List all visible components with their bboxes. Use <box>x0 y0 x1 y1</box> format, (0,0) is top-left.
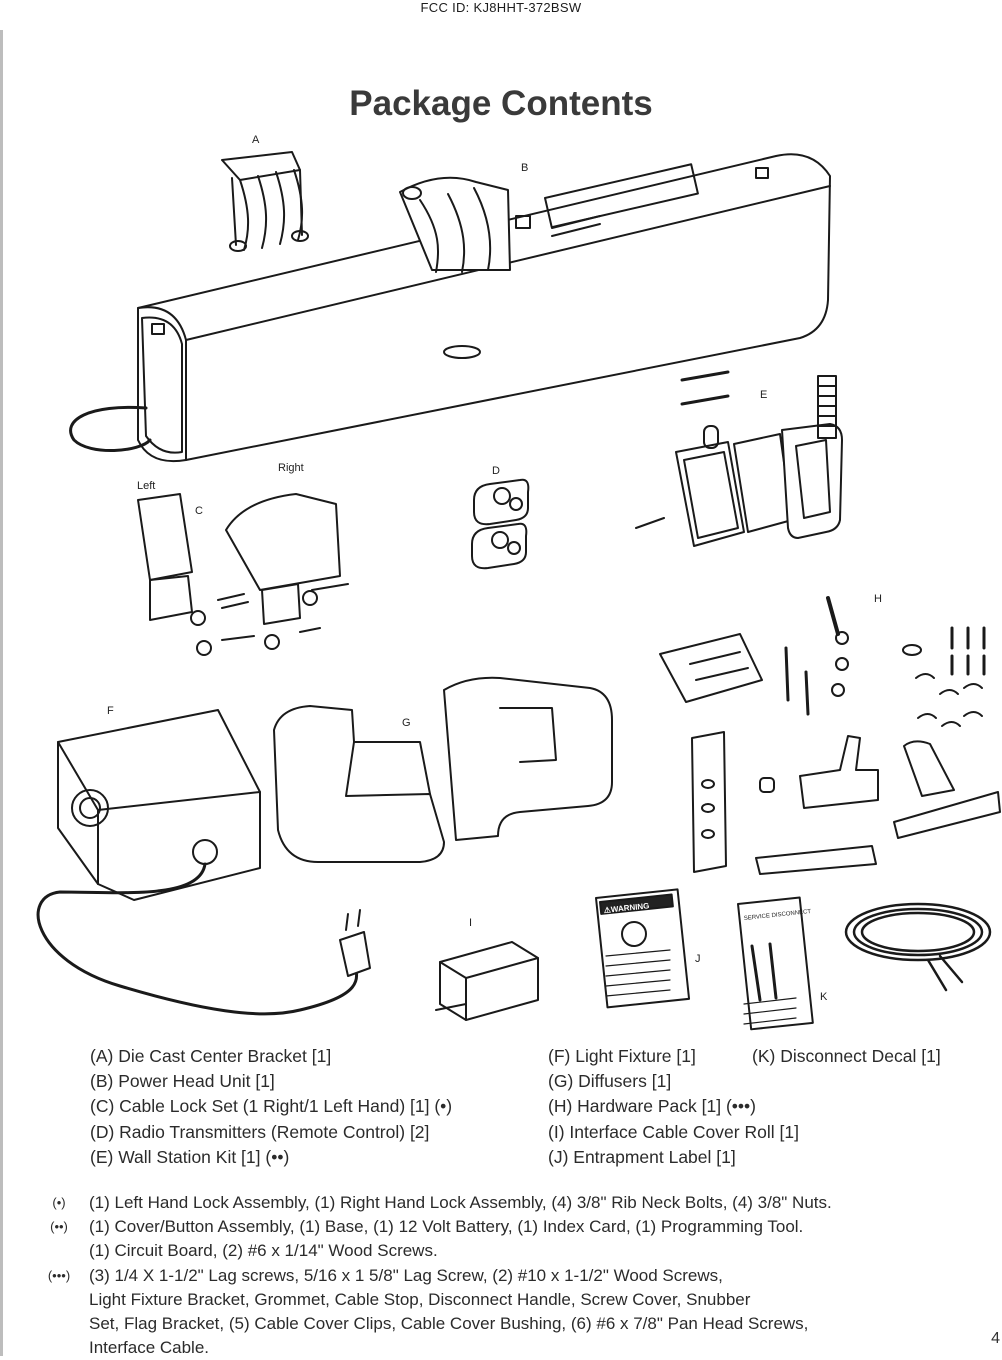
power-head-drawing <box>69 153 831 462</box>
wall-station-drawing <box>635 370 843 547</box>
footnotes: (•) (1) Left Hand Lock Assembly, (1) Rig… <box>36 1191 832 1360</box>
contents-item: (J) Entrapment Label [1] <box>548 1146 736 1167</box>
label-k: K <box>820 991 828 1003</box>
label-left: Left <box>137 480 155 492</box>
cable-lock-drawing <box>137 493 349 656</box>
footnote-line: Interface Cable. <box>89 1338 210 1358</box>
page-number: 4 <box>991 1330 1000 1347</box>
label-h: H <box>874 593 882 605</box>
footnote-line: (3) 1/4 X 1-1/2" Lag screws, 5/16 x 1 5/… <box>89 1265 723 1285</box>
contents-item: (F) Light Fixture [1] <box>548 1046 696 1066</box>
footnote-cable-lock: (•) (1) Left Hand Lock Assembly, (1) Rig… <box>36 1191 832 1215</box>
contents-item: (H) Hardware Pack [1] (•••) <box>548 1096 757 1117</box>
label-j: J <box>695 953 701 965</box>
scan-edge <box>0 30 3 1356</box>
contents-list-left: (A) Die Cast Center Bracket [1] (B) Powe… <box>90 1044 452 1170</box>
contents-item: (D) Radio Transmitters (Remote Control) … <box>90 1121 430 1142</box>
footnote-line: (1) Cover/Button Assembly, (1) Base, (1)… <box>89 1217 804 1237</box>
label-e: E <box>760 389 767 401</box>
page-title: Package Contents <box>349 84 653 123</box>
cable-cover-roll-drawing <box>435 941 539 1021</box>
footnote-line: (1) Left Hand Lock Assembly, (1) Right H… <box>89 1193 832 1212</box>
center-bracket-drawing <box>221 151 309 252</box>
package-contents-illustration: A B C Left Right D E F G H I J K ⚠WARNIN… <box>36 134 1001 1031</box>
footnote-wall-station: (••) (1) Cover/Button Assembly, (1) Base… <box>36 1215 832 1263</box>
label-a: A <box>252 134 260 146</box>
transmitters-drawing <box>471 478 530 570</box>
hardware-pack-drawing <box>659 596 1001 875</box>
disconnect-decal-drawing <box>737 896 814 1031</box>
label-right: Right <box>278 462 304 474</box>
footnote-marker: (•) <box>52 1195 66 1210</box>
interface-cable-drawing <box>844 902 992 992</box>
label-c: C <box>195 505 203 517</box>
light-fixture-drawing <box>36 709 371 1016</box>
contents-item: (G) Diffusers [1] <box>548 1071 672 1092</box>
contents-item: (A) Die Cast Center Bracket [1] <box>90 1046 332 1066</box>
footnote-marker: (•••) <box>47 1267 71 1283</box>
footnote-marker: (••) <box>50 1219 68 1235</box>
footnote-hardware-pack: (•••) (3) 1/4 X 1-1/2" Lag screws, 5/16 … <box>36 1264 832 1360</box>
footnote-line: (1) Circuit Board, (2) #6 x 1/14" Wood S… <box>89 1241 438 1261</box>
label-d: D <box>492 465 500 477</box>
diffusers-drawing <box>273 676 613 863</box>
label-b: B <box>521 162 528 174</box>
contents-item: (B) Power Head Unit [1] <box>90 1071 275 1092</box>
fcc-id-header: FCC ID: KJ8HHT-372BSW <box>420 0 582 15</box>
contents-item: (C) Cable Lock Set (1 Right/1 Left Hand)… <box>90 1096 453 1117</box>
footnote-line: Set, Flag Bracket, (5) Cable Cover Clips… <box>89 1314 809 1334</box>
footnote-line: Light Fixture Bracket, Grommet, Cable St… <box>89 1289 751 1309</box>
contents-item: (I) Interface Cable Cover Roll [1] <box>548 1121 799 1142</box>
contents-item: (E) Wall Station Kit [1] (••) <box>90 1146 290 1167</box>
label-g: G <box>402 717 411 729</box>
entrapment-label-drawing <box>595 888 691 1009</box>
contents-list-middle: (F) Light Fixture [1] (G) Diffusers [1] … <box>548 1044 799 1170</box>
contents-item: (K) Disconnect Decal [1] <box>752 1046 941 1066</box>
label-f: F <box>107 705 114 717</box>
label-i: I <box>469 917 472 929</box>
contents-list-right: (K) Disconnect Decal [1] <box>752 1044 941 1069</box>
